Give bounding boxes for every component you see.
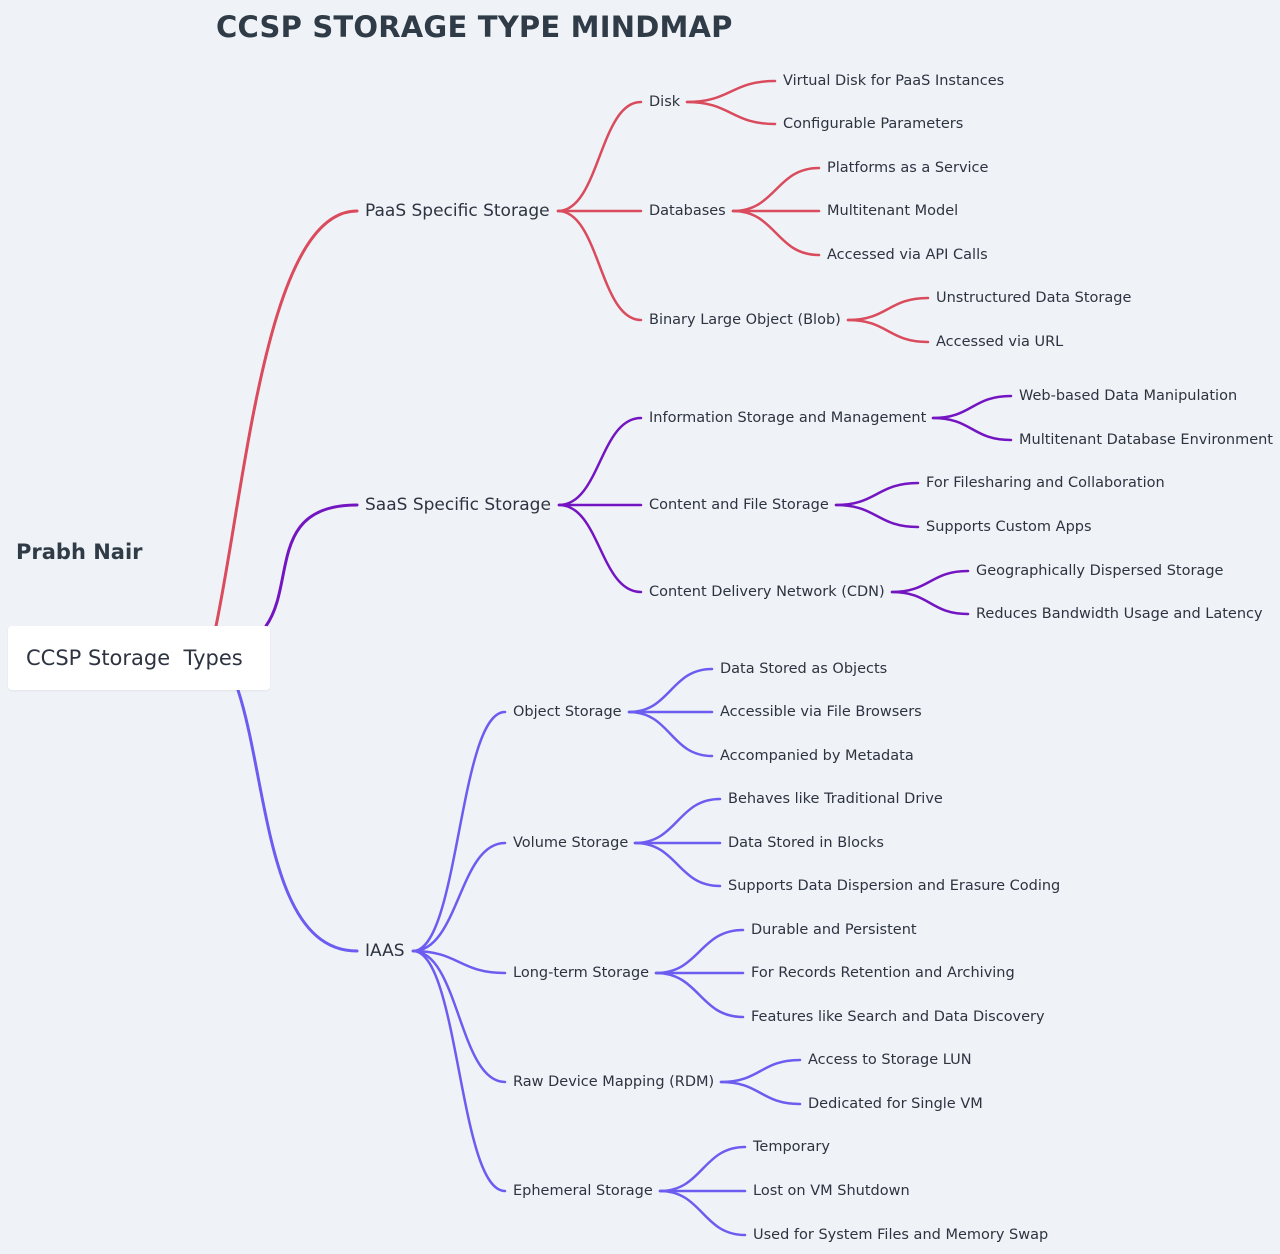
leaf-node[interactable]: Configurable Parameters [783, 116, 964, 132]
subtopic-content-file-storage[interactable]: Content and File Storage [649, 497, 829, 513]
leaf-node[interactable]: Accessed via API Calls [827, 247, 988, 263]
leaf-node[interactable]: Accompanied by Metadata [720, 748, 914, 764]
connector-subtopic-to-leaf [731, 209, 821, 257]
leaf-node[interactable]: Dedicated for Single VM [808, 1096, 983, 1112]
connector-root-to-branch [264, 503, 359, 628]
leaf-node[interactable]: Virtual Disk for PaaS Instances [783, 73, 1005, 89]
leaf-node[interactable]: Temporary [753, 1139, 830, 1155]
branch-iaas[interactable]: IAAS [365, 941, 405, 961]
leaf-node[interactable]: Multitenant Model [827, 203, 959, 219]
subtopic-long-term-storage[interactable]: Long-term Storage [513, 965, 650, 981]
connector-subtopic-to-leaf [633, 797, 722, 845]
connector-subtopic-to-leaf [719, 1058, 802, 1084]
leaf-node[interactable]: Used for System Files and Memory Swap [753, 1227, 1049, 1243]
connector-branch-to-subtopic [411, 949, 507, 975]
leaf-node[interactable]: Web-based Data Manipulation [1019, 388, 1238, 404]
leaf-node[interactable]: For Records Retention and Archiving [751, 965, 1015, 981]
leaf-node[interactable]: Reduces Bandwidth Usage and Latency [976, 606, 1263, 622]
connector-root-to-branch [214, 209, 359, 628]
subtopic-raw-device-mapping[interactable]: Raw Device Mapping (RDM) [513, 1074, 715, 1090]
leaf-node[interactable]: Accessible via File Browsers [720, 704, 922, 720]
leaf-node[interactable]: Durable and Persistent [751, 922, 917, 938]
subtopic-blob[interactable]: Binary Large Object (Blob) [649, 312, 841, 328]
connector-subtopic-to-leaf [834, 481, 920, 507]
subtopic-information-storage[interactable]: Information Storage and Management [649, 410, 927, 426]
leaf-node[interactable]: Multitenant Database Environment [1019, 432, 1273, 448]
connector-subtopic-to-leaf [658, 1145, 747, 1193]
connector-subtopic-to-leaf [633, 841, 722, 888]
page-title: CCSP STORAGE TYPE MINDMAP [216, 10, 733, 44]
connector-subtopic-to-leaf [931, 394, 1013, 420]
leaf-node[interactable]: For Filesharing and Collaboration [926, 475, 1165, 491]
connector-subtopic-to-leaf [731, 166, 821, 213]
connector-subtopic-to-leaf [890, 590, 970, 616]
leaf-node[interactable]: Platforms as a Service [827, 160, 989, 176]
connector-branch-to-subtopic [557, 416, 643, 507]
subtopic-ephemeral-storage[interactable]: Ephemeral Storage [513, 1183, 653, 1199]
subtopic-disk[interactable]: Disk [649, 94, 681, 110]
subtopic-cdn[interactable]: Content Delivery Network (CDN) [649, 584, 885, 600]
connector-branch-to-subtopic [556, 100, 643, 213]
subtopic-volume-storage[interactable]: Volume Storage [513, 835, 629, 851]
leaf-node[interactable]: Data Stored as Objects [720, 661, 888, 677]
connector-subtopic-to-leaf [627, 710, 714, 758]
connector-subtopic-to-leaf [658, 1189, 747, 1237]
leaf-node[interactable]: Geographically Dispersed Storage [976, 563, 1224, 579]
leaf-node[interactable]: Supports Custom Apps [926, 519, 1092, 535]
leaf-node[interactable]: Accessed via URL [936, 334, 1064, 350]
subtopic-object-storage[interactable]: Object Storage [513, 704, 622, 720]
leaf-node[interactable]: Access to Storage LUN [808, 1052, 972, 1068]
connector-subtopic-to-leaf [685, 100, 777, 126]
connector-root-to-branch [236, 688, 359, 953]
connector-subtopic-to-leaf [890, 569, 970, 594]
connector-branch-to-subtopic [556, 209, 643, 322]
connector-subtopic-to-leaf [834, 503, 920, 529]
connector-branch-to-subtopic [411, 841, 507, 953]
connector-subtopic-to-leaf [654, 971, 745, 1019]
connector-subtopic-to-leaf [931, 416, 1013, 442]
root-node-label: CCSP Storage Types [26, 646, 243, 670]
leaf-node[interactable]: Supports Data Dispersion and Erasure Cod… [728, 878, 1061, 894]
connector-subtopic-to-leaf [654, 928, 745, 975]
leaf-node[interactable]: Lost on VM Shutdown [753, 1183, 910, 1199]
connector-subtopic-to-leaf [685, 79, 777, 104]
connector-branch-to-subtopic [411, 949, 507, 1193]
branch-paas-specific-storage[interactable]: PaaS Specific Storage [365, 201, 550, 221]
leaf-node[interactable]: Features like Search and Data Discovery [751, 1009, 1045, 1025]
connector-branch-to-subtopic [557, 503, 643, 594]
leaf-node[interactable]: Data Stored in Blocks [728, 835, 884, 851]
connector-subtopic-to-leaf [846, 318, 930, 344]
branch-saas-specific-storage[interactable]: SaaS Specific Storage [365, 495, 551, 515]
author-name: Prabh Nair [16, 540, 143, 564]
subtopic-databases[interactable]: Databases [649, 203, 726, 219]
leaf-node[interactable]: Unstructured Data Storage [936, 290, 1132, 306]
connector-subtopic-to-leaf [846, 296, 930, 322]
connector-subtopic-to-leaf [719, 1080, 802, 1106]
connector-branch-to-subtopic [411, 949, 507, 1084]
leaf-node[interactable]: Behaves like Traditional Drive [728, 791, 943, 807]
connector-branch-to-subtopic [411, 710, 507, 953]
root-node[interactable]: CCSP Storage Types [8, 626, 270, 690]
connector-subtopic-to-leaf [627, 667, 714, 714]
